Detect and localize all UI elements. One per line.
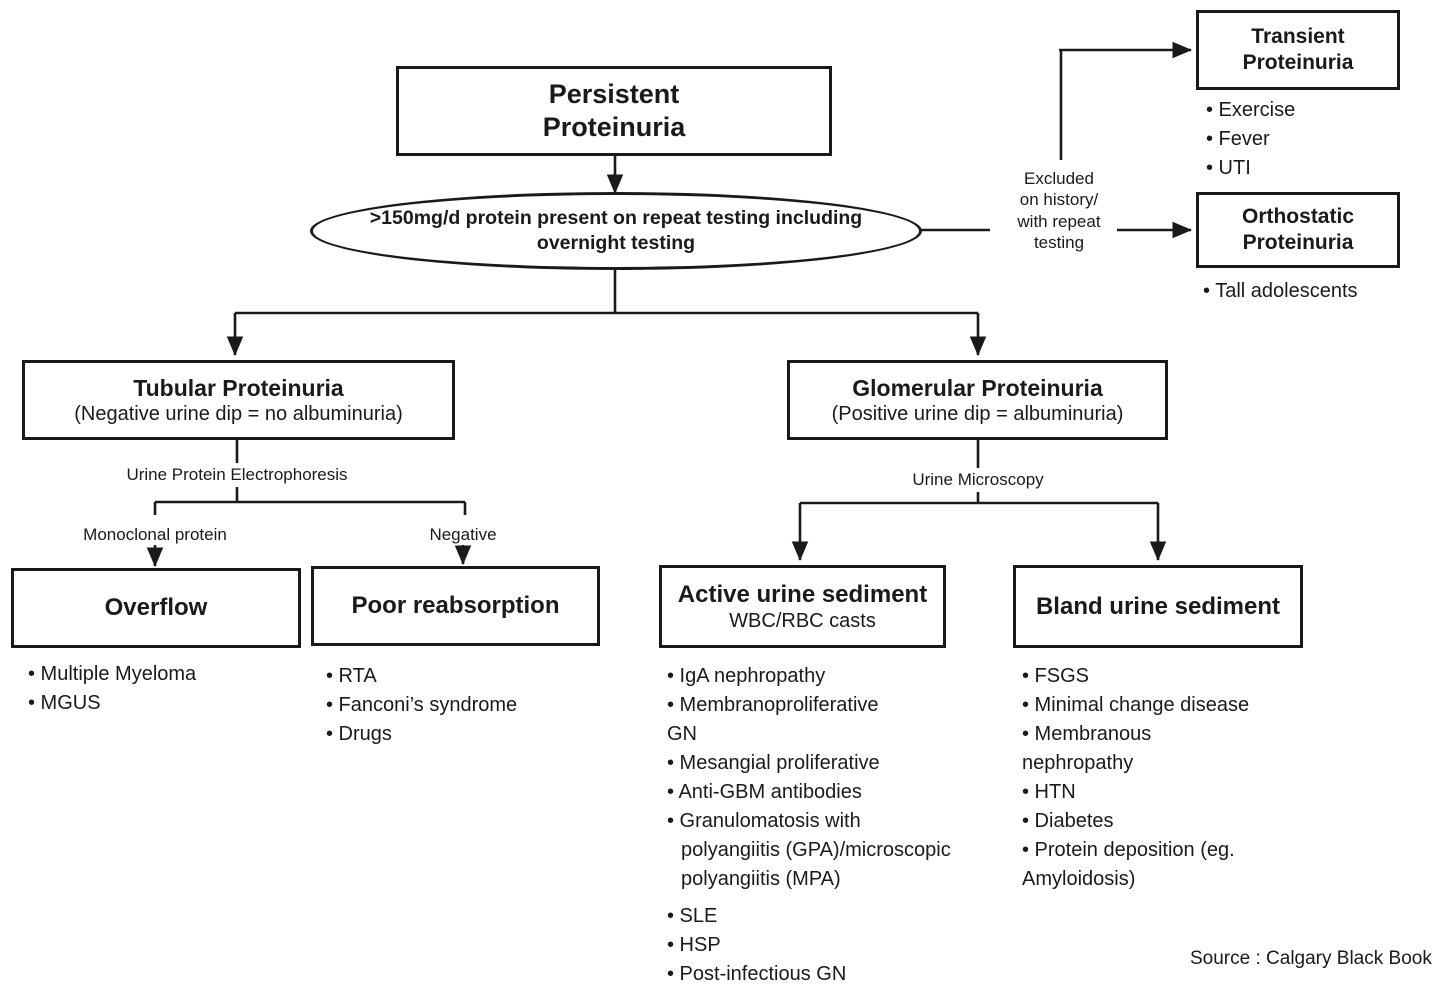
node-tubular-proteinuria-title: Tubular Proteinuria (133, 374, 344, 401)
list-item: polyangiitis (GPA)/microscopic (681, 839, 951, 861)
list-item: Amyloidosis) (1022, 868, 1136, 890)
list-overflow-causes: • Multiple Myeloma • MGUS (28, 660, 308, 718)
list-item: • Tall adolescents (1203, 280, 1358, 302)
node-criteria[interactable]: >150mg/d protein present on repeat testi… (310, 192, 922, 270)
list-item: • Membranoproliferative (667, 694, 879, 716)
list-item: • MGUS (28, 692, 101, 714)
list-item: • RTA (326, 665, 377, 687)
list-orthostatic-causes: • Tall adolescents (1203, 277, 1443, 306)
node-persistent-proteinuria-label: Persistent Proteinuria (542, 79, 686, 142)
node-orthostatic-proteinuria-label: Orthostatic Proteinuria (1241, 205, 1354, 254)
list-item: nephropathy (1022, 752, 1134, 774)
edge-label-urine-microscopy: Urine Microscopy (912, 470, 1044, 489)
node-persistent-proteinuria[interactable]: Persistent Proteinuria (396, 66, 832, 156)
list-item: • Drugs (326, 723, 392, 745)
node-criteria-label: >150mg/d protein present on repeat testi… (369, 207, 863, 254)
node-tubular-proteinuria-subtitle: (Negative urine dip = no albuminuria) (74, 402, 403, 425)
node-transient-proteinuria[interactable]: Transient Proteinuria (1196, 10, 1400, 90)
node-orthostatic-proteinuria[interactable]: Orthostatic Proteinuria (1196, 192, 1400, 268)
list-item: • FSGS (1022, 665, 1090, 687)
list-poor-reabsorption-causes: • RTA • Fanconi’s syndrome • Drugs (326, 662, 606, 749)
list-item: • Protein deposition (eg. (1022, 839, 1235, 861)
list-item: • SLE (667, 905, 718, 927)
node-tubular-proteinuria[interactable]: Tubular Proteinuria (Negative urine dip … (22, 360, 455, 440)
node-glomerular-proteinuria-title: Glomerular Proteinuria (852, 374, 1103, 401)
node-active-urine-sediment-title: Active urine sediment (677, 580, 928, 608)
list-item: • UTI (1206, 157, 1251, 179)
node-active-urine-sediment[interactable]: Active urine sediment WBC/RBC casts (659, 565, 946, 648)
list-item: • Minimal change disease (1022, 694, 1250, 716)
list-item: • HTN (1022, 781, 1076, 803)
list-bland-sediment-causes: • FSGS • Minimal change disease • Membra… (1022, 662, 1352, 894)
list-item: • Anti-GBM antibodies (667, 781, 862, 803)
node-active-urine-sediment-subtitle: WBC/RBC casts (729, 609, 876, 632)
node-bland-urine-sediment-title: Bland urine sediment (1035, 592, 1281, 620)
list-item: • Exercise (1206, 99, 1296, 121)
list-item: • Diabetes (1022, 810, 1114, 832)
list-item: GN (667, 723, 697, 745)
edge-label-excluded: Excluded on history/ with repeat testing (1017, 169, 1101, 252)
list-item: • Granulomatosis with (667, 810, 861, 832)
edge-label-urine-protein-electrophoresis: Urine Protein Electrophoresis (126, 465, 348, 484)
edge-label-negative: Negative (429, 525, 497, 544)
list-item: • Multiple Myeloma (28, 663, 197, 685)
list-item: • Membranous (1022, 723, 1152, 745)
list-item: • Fever (1206, 128, 1270, 150)
node-glomerular-proteinuria[interactable]: Glomerular Proteinuria (Positive urine d… (787, 360, 1168, 440)
edge-label-monoclonal-protein: Monoclonal protein (83, 525, 227, 544)
list-transient-causes: • Exercise • Fever • UTI (1206, 96, 1426, 183)
node-poor-reabsorption-label: Poor reabsorption (351, 592, 560, 620)
node-transient-proteinuria-label: Transient Proteinuria (1242, 25, 1354, 74)
node-overflow[interactable]: Overflow (11, 568, 301, 648)
list-item: • IgA nephropathy (667, 665, 826, 687)
node-glomerular-proteinuria-subtitle: (Positive urine dip = albuminuria) (831, 402, 1124, 425)
list-item: • HSP (667, 934, 721, 956)
list-active-sediment-causes: • IgA nephropathy • Membranoproliferativ… (667, 662, 1007, 985)
list-item: • Post-infectious GN (667, 963, 847, 985)
list-item: • Fanconi’s syndrome (326, 694, 518, 716)
node-overflow-label: Overflow (104, 594, 208, 622)
list-item: polyangiitis (MPA) (681, 868, 841, 890)
node-poor-reabsorption[interactable]: Poor reabsorption (311, 566, 600, 646)
source-note: Source : Calgary Black Book (1190, 948, 1432, 969)
node-bland-urine-sediment[interactable]: Bland urine sediment (1013, 565, 1303, 648)
list-item: • Mesangial proliferative (667, 752, 880, 774)
